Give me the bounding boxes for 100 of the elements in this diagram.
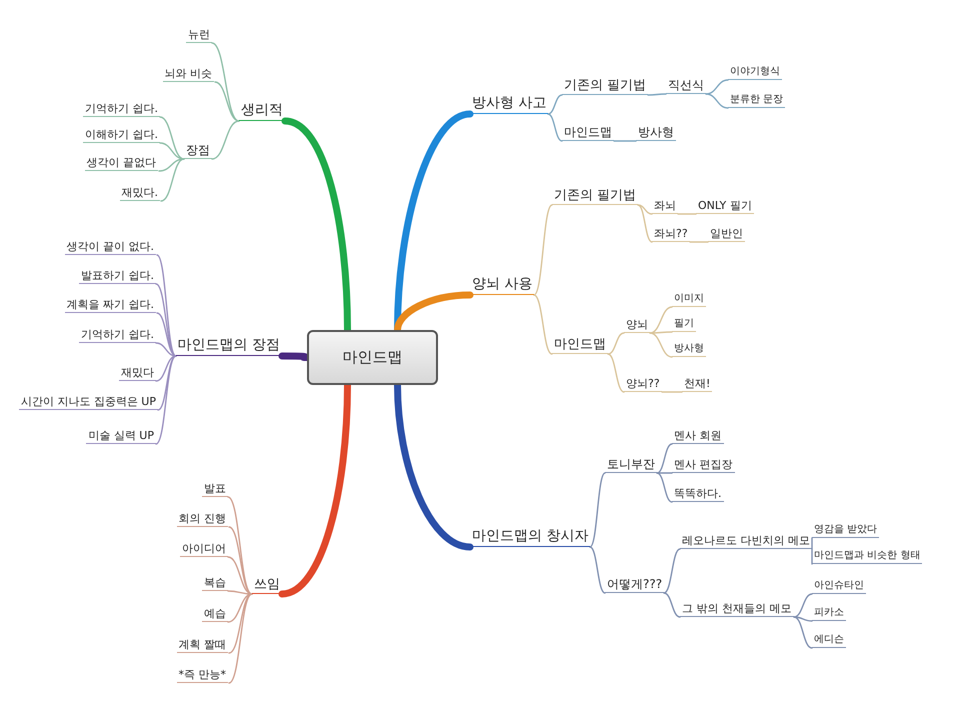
branch-line xyxy=(227,496,253,595)
topic-label: 직선식 xyxy=(666,78,706,94)
topic-label: 좌뇌 xyxy=(652,199,678,214)
topic-label: 마인드맵 xyxy=(562,125,614,141)
topic-label: 레오나르도 다빈치의 메모 xyxy=(680,534,812,549)
branch-line xyxy=(547,113,563,142)
topic-label: 그 밖의 천재들의 메모 xyxy=(680,602,794,617)
topic-label: 계획 짤때 xyxy=(176,638,228,653)
topic-label: 똑똑하다. xyxy=(672,487,724,502)
branch-line xyxy=(155,342,177,357)
topic-label: 방사형 사고 xyxy=(470,95,548,114)
branch-line xyxy=(155,355,177,445)
topic-label: 방사형 xyxy=(672,343,706,356)
topic-label: 방사형 xyxy=(636,125,676,141)
topic-label: 마인드맵의 창시자 xyxy=(470,528,590,546)
topic-label: 계획을 짜기 쉽다. xyxy=(64,298,156,313)
topic-label: 토니부잔 xyxy=(605,457,657,473)
topic-label: 마인드맵 xyxy=(552,337,608,354)
topic-label: 좌뇌?? xyxy=(652,227,690,242)
topic-label: 생리적 xyxy=(239,102,285,120)
branch-line xyxy=(689,241,709,243)
topic-label: 이야기형식 xyxy=(728,66,782,80)
branch-line xyxy=(661,391,683,393)
branch-line xyxy=(793,593,813,618)
branch-line xyxy=(663,592,681,618)
topic-label: 생각이 끝없다 xyxy=(84,156,158,171)
topic-label: 발표하기 쉽다. xyxy=(79,269,156,284)
topic-label: 기존의 필기법 xyxy=(562,78,648,96)
branch-line xyxy=(663,548,681,594)
topic-label: 회의 진행 xyxy=(176,512,228,527)
branch-line xyxy=(547,94,563,115)
branch-line xyxy=(637,204,653,243)
topic-label: 영감을 받았다 xyxy=(812,524,880,538)
branch-line xyxy=(155,355,177,382)
topic-label: 피카소 xyxy=(812,607,846,620)
branch-line xyxy=(811,537,813,550)
branch-line xyxy=(656,472,673,503)
branch-line xyxy=(211,120,240,160)
topic-label: 예습 xyxy=(202,607,228,622)
topic-label: 재밌다. xyxy=(120,186,160,201)
topic-label: *즉 만능* xyxy=(176,668,228,683)
topic-label: 양뇌 사용 xyxy=(470,276,534,294)
branch-line xyxy=(677,213,697,215)
branch-line xyxy=(649,332,673,358)
topic-label: 아인슈타인 xyxy=(812,580,866,594)
branch-line xyxy=(607,332,625,355)
topic-label: 천재! xyxy=(682,377,712,392)
topic-label: 쓰임 xyxy=(252,577,282,594)
topic-label: 발표 xyxy=(202,482,228,497)
branch-line xyxy=(155,283,177,357)
branch-line xyxy=(705,79,729,95)
topic-label: 에디슨 xyxy=(812,634,846,648)
branch-line xyxy=(156,312,177,357)
branch-line xyxy=(156,254,177,357)
branch-line xyxy=(607,353,625,393)
topic-label: ONLY 필기 xyxy=(696,199,754,214)
branch-line xyxy=(793,616,813,649)
topic-label: 양뇌?? xyxy=(624,377,662,392)
branch-line xyxy=(811,548,813,565)
topic-label: 뉴런 xyxy=(186,28,212,43)
topic-label: 장점 xyxy=(184,143,212,159)
topic-label: 이해하기 쉽다. xyxy=(83,128,160,143)
branch-line xyxy=(533,204,553,296)
topic-label: 분류한 문장 xyxy=(728,94,786,108)
branch-line xyxy=(705,93,729,109)
branch-line xyxy=(793,616,813,622)
topic-label: 양뇌 xyxy=(624,318,650,333)
topic-label: 시간이 지나도 집중력은 UP xyxy=(18,395,158,410)
branch-line xyxy=(589,546,606,594)
topic-label: 기억하기 쉽다. xyxy=(83,102,160,117)
branch-line xyxy=(647,93,667,96)
branch-line xyxy=(158,158,185,172)
branch-line xyxy=(228,593,253,684)
branch-line xyxy=(211,42,240,122)
branch-line xyxy=(649,331,673,334)
topic-label: 마인드맵의 장점 xyxy=(176,337,282,356)
topic-label: 일반인 xyxy=(708,227,745,242)
topic-label: 미술 실력 UP xyxy=(86,429,156,444)
topic-label: 아이디어 xyxy=(180,542,228,557)
topic-label: 마인드맵과 비슷한 형태 xyxy=(812,550,922,564)
topic-label: 멘사 편집장 xyxy=(672,458,734,473)
central-topic-box: 마인드맵 xyxy=(307,330,438,385)
branch-line xyxy=(649,306,673,334)
topic-label: 기존의 필기법 xyxy=(552,188,638,206)
branch-line xyxy=(533,294,553,355)
branch-line xyxy=(228,526,253,595)
branch-line xyxy=(159,116,185,160)
topic-label: 이미지 xyxy=(672,293,706,306)
branch-line xyxy=(656,443,673,474)
branch-line xyxy=(214,81,240,122)
topic-label: 재밌다 xyxy=(119,366,156,381)
branch-line xyxy=(613,140,637,142)
topic-label: 생각이 끝이 없다. xyxy=(64,240,156,255)
branch-line xyxy=(160,158,185,202)
topic-label: 멘사 회원 xyxy=(672,429,724,444)
branch-line xyxy=(589,472,606,548)
topic-label: 복습 xyxy=(202,576,228,591)
topic-label: 기억하기 쉽다. xyxy=(79,328,156,343)
branch-line xyxy=(159,142,185,160)
topic-label: 뇌와 비슷 xyxy=(162,67,214,82)
